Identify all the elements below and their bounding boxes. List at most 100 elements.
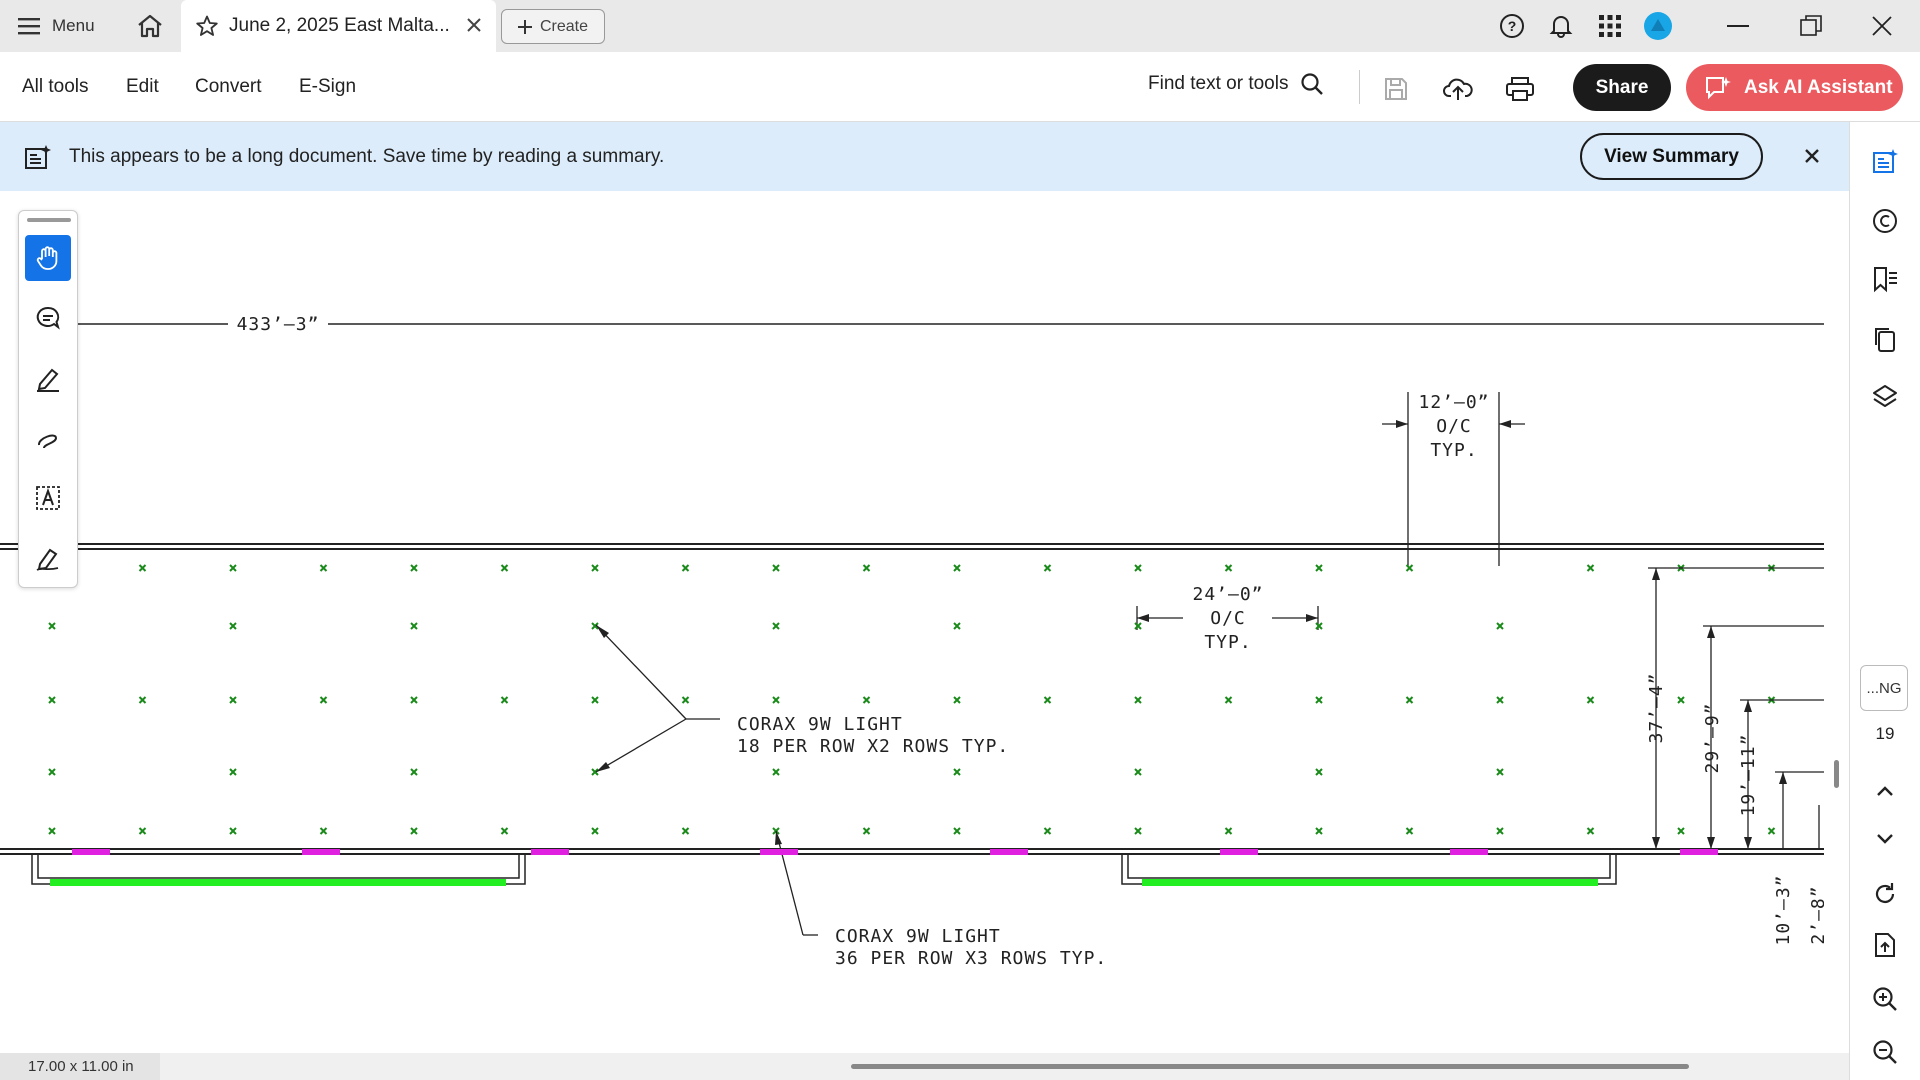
create-label: Create — [539, 17, 589, 35]
spacing-top-label-2: O/C — [1436, 416, 1472, 437]
spacing-top-label-1: 12’–0” — [1418, 392, 1489, 413]
magenta-marker — [760, 849, 798, 855]
light-fixture-marker — [591, 768, 599, 776]
quick-tools-palette — [18, 210, 78, 588]
green-fixture-bar-2 — [1142, 879, 1598, 886]
menu-all-tools[interactable]: All tools — [22, 76, 89, 97]
light-fixture-marker — [1767, 827, 1776, 835]
light-fixture-marker — [1315, 768, 1323, 776]
current-page-number[interactable]: 19 — [1875, 724, 1895, 743]
light-fixture-marker — [681, 564, 690, 572]
close-window-icon[interactable] — [1867, 12, 1897, 40]
bookmarks-panel-icon[interactable] — [1868, 262, 1902, 296]
callout-1-line-1: CORAX 9W LIGHT — [737, 714, 903, 735]
light-fixture-marker — [1496, 622, 1504, 630]
toolbar-divider — [1359, 70, 1360, 104]
cloud-upload-icon[interactable] — [1442, 74, 1474, 104]
close-banner-icon[interactable] — [1804, 148, 1820, 164]
spacing-mid-label-2: O/C — [1210, 608, 1246, 629]
page-options-icon[interactable] — [1868, 928, 1902, 962]
star-icon[interactable] — [195, 14, 219, 38]
menu-button[interactable]: Menu — [18, 10, 95, 42]
light-fixture-marker — [410, 696, 418, 704]
draw-tool-icon[interactable] — [25, 415, 71, 461]
banner-message: This appears to be a long document. Save… — [69, 146, 665, 167]
light-fixture-marker — [1134, 827, 1142, 835]
light-fixture-marker — [862, 564, 871, 572]
comments-panel-icon[interactable] — [1868, 204, 1902, 238]
share-button[interactable]: Share — [1573, 64, 1671, 111]
home-icon — [136, 13, 164, 39]
find-tools-button[interactable]: Find text or tools — [1148, 72, 1324, 96]
dim-v1: 37’–4” — [1646, 672, 1667, 743]
light-fixture-marker — [1315, 827, 1323, 835]
light-fixture-marker — [500, 564, 509, 572]
tab-title: June 2, 2025 East Malta... — [229, 15, 450, 36]
menu-label: Menu — [52, 16, 95, 35]
light-fixture-marker — [500, 827, 509, 835]
magenta-marker — [1220, 849, 1258, 855]
light-fixture-marker — [1315, 622, 1323, 630]
light-fixture-marker — [1405, 696, 1414, 704]
document-tab[interactable]: June 2, 2025 East Malta... — [181, 0, 496, 52]
avatar[interactable] — [1643, 12, 1673, 40]
palette-drag-handle[interactable] — [27, 218, 71, 222]
create-button[interactable]: Create — [501, 9, 605, 44]
pages-panel-icon[interactable] — [1868, 322, 1902, 356]
page-size-label: 17.00 x 11.00 in — [0, 1053, 160, 1080]
help-icon[interactable]: ? — [1497, 12, 1527, 40]
floor-plan-drawing: 433’–3” 12’–0” O/C TYP. 24’–0” O/C TYP. — [0, 314, 1824, 969]
summary-panel-icon[interactable] — [1868, 144, 1902, 178]
summary-banner: This appears to be a long document. Save… — [0, 122, 1849, 191]
menu-convert[interactable]: Convert — [195, 76, 262, 97]
light-fixture-marker — [48, 768, 56, 776]
bell-icon[interactable] — [1546, 12, 1576, 40]
rotate-icon[interactable] — [1868, 877, 1902, 911]
callout-2-line-2: 36 PER ROW X3 ROWS TYP. — [835, 948, 1107, 969]
text-box-tool-icon[interactable] — [25, 475, 71, 521]
light-fixture-marker — [591, 622, 599, 630]
light-fixture-marker — [410, 622, 418, 630]
menu-e-sign[interactable]: E-Sign — [299, 76, 357, 97]
zoom-in-icon[interactable] — [1868, 982, 1902, 1016]
menu-edit[interactable]: Edit — [126, 76, 159, 97]
comment-tool-icon[interactable] — [25, 295, 71, 341]
view-summary-button[interactable]: View Summary — [1580, 133, 1763, 180]
highlight-tool-icon[interactable] — [25, 355, 71, 401]
light-fixture-marker — [1677, 696, 1685, 704]
print-icon[interactable] — [1504, 74, 1536, 104]
close-tab-icon[interactable] — [464, 15, 484, 35]
light-fixture-marker — [1586, 564, 1595, 572]
green-fixture-bar-1 — [50, 879, 506, 886]
summary-icon — [24, 144, 52, 170]
minimize-icon[interactable] — [1723, 12, 1753, 40]
light-fixture-marker — [681, 827, 690, 835]
hand-tool-icon[interactable] — [25, 235, 71, 281]
previous-page-icon[interactable] — [1868, 774, 1902, 808]
sign-tool-icon[interactable] — [25, 535, 71, 581]
ai-assistant-icon — [1704, 75, 1732, 101]
magenta-marker — [72, 849, 110, 855]
light-fixture-marker — [1224, 696, 1233, 704]
light-fixture-marker — [410, 768, 418, 776]
apps-grid-icon[interactable] — [1595, 12, 1625, 40]
zoom-out-icon[interactable] — [1868, 1035, 1902, 1069]
page-thumbnail-label[interactable]: ...NG — [1860, 665, 1908, 711]
home-button[interactable] — [133, 10, 167, 42]
spacing-mid-label-1: 24’–0” — [1192, 584, 1263, 605]
dim-v2: 29’–9” — [1702, 702, 1723, 773]
light-fixture-marker — [48, 827, 56, 835]
light-fixture-marker — [953, 768, 961, 776]
hamburger-icon — [18, 17, 40, 35]
plus-icon — [517, 19, 532, 34]
save-icon[interactable] — [1380, 74, 1412, 104]
layers-panel-icon[interactable] — [1868, 380, 1902, 414]
svg-text:?: ? — [1508, 18, 1517, 34]
restore-icon[interactable] — [1796, 12, 1826, 40]
vertical-scrollbar[interactable] — [1834, 760, 1839, 788]
ask-ai-assistant-button[interactable]: Ask AI Assistant — [1686, 64, 1903, 111]
document-canvas[interactable]: 433’–3” 12’–0” O/C TYP. 24’–0” O/C TYP. — [0, 191, 1824, 1053]
horizontal-scrollbar[interactable] — [851, 1064, 1689, 1069]
next-page-icon[interactable] — [1868, 822, 1902, 856]
magenta-marker — [990, 849, 1028, 855]
